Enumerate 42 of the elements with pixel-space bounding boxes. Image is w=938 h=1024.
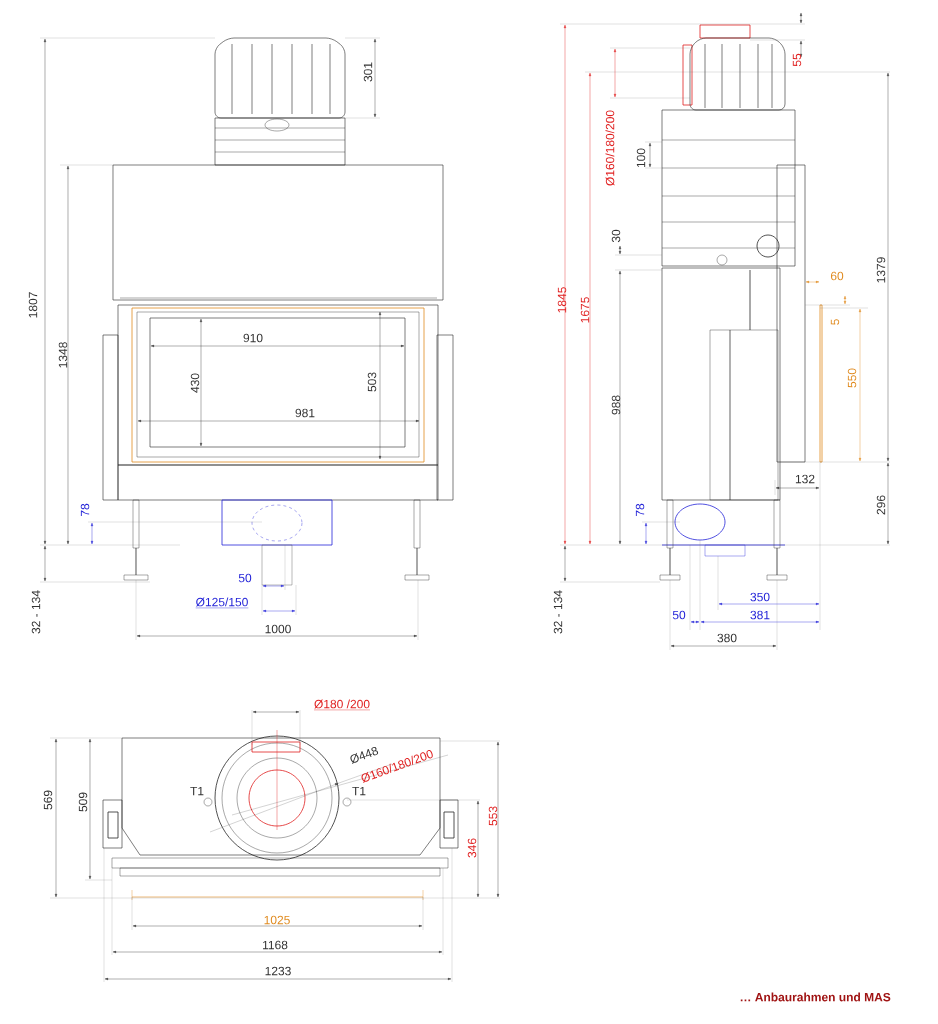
dimension-label: 1807 — [28, 292, 38, 318]
dimension-label: Ø125/150 — [195, 597, 249, 609]
dimension-label: 50 — [238, 573, 252, 583]
dimension-label: 503 — [367, 372, 377, 392]
dimension-label: 1675 — [580, 297, 590, 323]
dimension-label: 1379 — [876, 257, 886, 283]
dimension-label: 78 — [635, 503, 645, 517]
dimension-label: 132 — [795, 474, 815, 484]
dimension-label: 1233 — [265, 966, 291, 976]
dimension-label: 60 — [830, 271, 844, 281]
dimension-label: 301 — [363, 62, 373, 82]
dimension-label: 78 — [80, 503, 90, 517]
dimension-label: 509 — [78, 792, 88, 812]
dimension-label: 1168 — [263, 940, 288, 950]
dimension-label: 910 — [243, 333, 263, 343]
caption: … Anbaurahmen und MAS — [740, 992, 891, 1002]
dimension-label: 5 — [830, 319, 840, 325]
dimension-label: 381 — [750, 610, 770, 620]
dimension-label: 1000 — [265, 624, 291, 634]
dimension-label: 55 — [792, 53, 802, 67]
dimension-label: 32 - 134 — [31, 590, 41, 634]
dimension-label: 50 — [672, 610, 686, 620]
dimension-label: Ø160/180/200 — [605, 110, 615, 186]
dimension-label: 350 — [750, 592, 770, 602]
dimension-label: 1348 — [58, 342, 68, 368]
dimension-label: 296 — [876, 495, 886, 515]
dimension-label: 380 — [717, 633, 737, 643]
dimension-label: 1845 — [557, 287, 567, 313]
dimension-label: 1025 — [264, 915, 290, 925]
dimension-label: 569 — [43, 790, 53, 810]
dimension-label: 30 — [611, 229, 621, 243]
dimension-label: 981 — [295, 408, 315, 418]
dimension-label: Ø180 /200 — [313, 699, 371, 711]
dimension-label: T1 — [352, 786, 366, 796]
dimension-label: 550 — [847, 368, 857, 388]
dimension-label: 100 — [636, 148, 646, 168]
dimension-label: T1 — [190, 786, 204, 796]
dimension-label: 553 — [488, 806, 498, 826]
dimension-label: 430 — [190, 373, 200, 393]
dimension-label: 346 — [467, 838, 477, 858]
dimension-label: 988 — [611, 395, 621, 415]
dimension-label: 32 - 134 — [553, 590, 563, 634]
